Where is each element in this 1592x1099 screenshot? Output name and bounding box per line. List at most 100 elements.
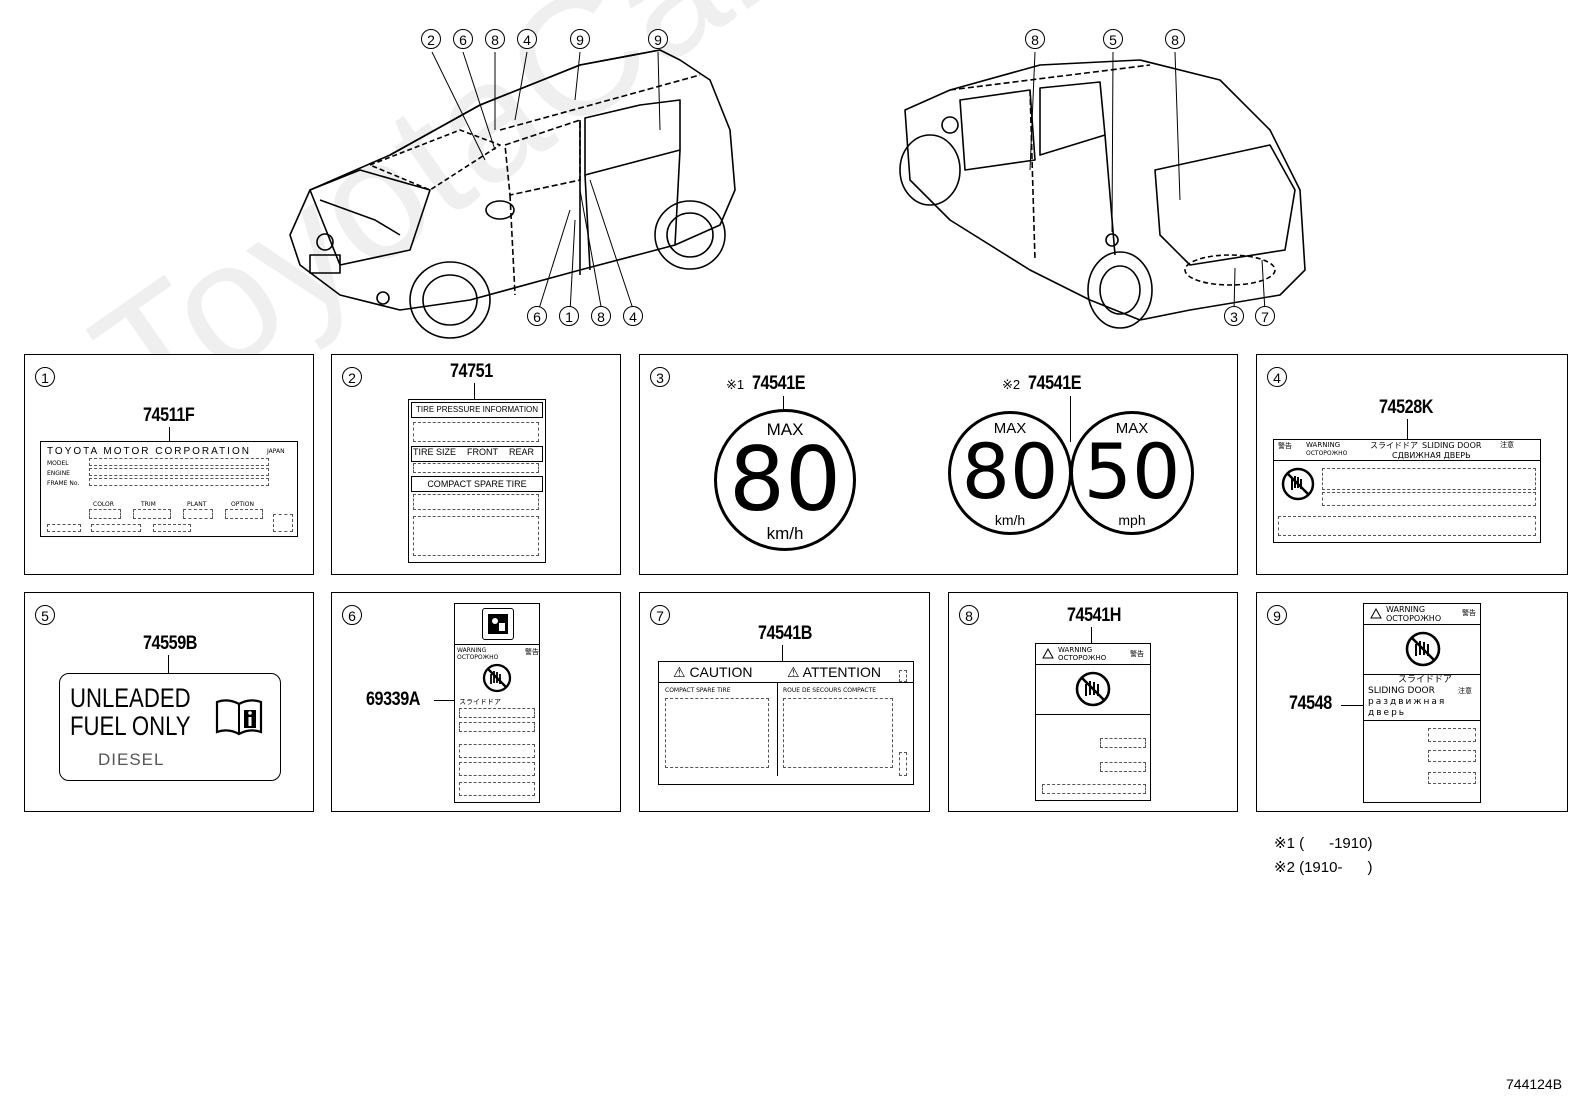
tire-front-label: FRONT — [467, 447, 498, 457]
sliding-door-warning-label: 警告 WARNING ОСТОРОЖНО スライドドア SLIDING DOOR… — [1273, 439, 1541, 543]
speed-sticker-50-mph: MAX 50 mph — [1070, 411, 1194, 535]
label-title: TOYOTA MOTOR CORPORATION — [47, 446, 251, 457]
warn-en: WARNING — [1306, 441, 1341, 449]
rear-vehicle-drawing — [899, 51, 1306, 329]
compact-spare-header: COMPACT SPARE TIRE — [411, 476, 543, 492]
callout-front-9a: 9 — [570, 29, 590, 49]
panel-5: 5 74559B UNLEADED FUEL ONLY DIESEL — [24, 592, 314, 812]
warn-ru: ОСТОРОЖНО — [1306, 450, 1348, 457]
max-text: MAX — [993, 420, 1027, 437]
line-jp2: 注意 — [1458, 687, 1472, 695]
fuel-line1: UNLEADED — [70, 683, 191, 713]
line-jp: スライドドア — [1398, 675, 1453, 685]
no-hand-icon — [1405, 631, 1441, 667]
callout-front-8b: 8 — [591, 306, 611, 326]
callout-front-4b: 4 — [623, 306, 643, 326]
callout-front-9b: 9 — [648, 29, 668, 49]
no-hand-icon — [1075, 671, 1111, 707]
note-2: ※2 (1910- ) — [1274, 859, 1373, 876]
part-number-b: 74541E — [1028, 373, 1082, 394]
part-number: 69339A — [366, 689, 421, 710]
panel-3: 3 ※1 74541E MAX 80 km/h ※2 74541E MAX 80… — [639, 354, 1238, 575]
child-lock-warning-label: WARNING ОСТОРОЖНО 警告 スライドドア — [454, 603, 540, 803]
door-warning-label: WARNING ОСТОРОЖНО 警告 — [1035, 643, 1151, 801]
warn-ru: ОСТОРОЖНО — [1058, 654, 1107, 662]
callout-rear-7: 7 — [1255, 306, 1275, 326]
label-col-trim: TRIM — [141, 501, 156, 508]
warn-jp: 警告 — [525, 648, 539, 656]
head-ru: СДВИЖНАЯ ДВЕРЬ — [1392, 451, 1471, 460]
attention-text: ⚠ ATTENTION — [787, 664, 881, 680]
callout-front-8: 8 — [485, 29, 505, 49]
max-text: MAX — [1115, 420, 1149, 437]
callout-front-6b: 6 — [527, 306, 547, 326]
label-col-color: COLOR — [93, 501, 114, 508]
callout-front-4: 4 — [517, 29, 537, 49]
caution-text: ⚠ CAUTION — [673, 664, 753, 680]
tire-size-label: TIRE SIZE — [413, 447, 457, 457]
part-number: 74511F — [143, 405, 195, 426]
warn-jp: 警告 — [1130, 650, 1144, 658]
max-text: MAX — [766, 420, 804, 439]
panel-2: 2 74751 TIRE PRESSURE INFORMATION TIRE S… — [331, 354, 621, 575]
warning-triangle-icon — [1370, 608, 1382, 619]
label-row-engine: ENGINE — [47, 470, 70, 477]
part-number: 74541B — [758, 623, 813, 644]
panel-8: 8 74541H WARNING ОСТОРОЖНО 警告 — [948, 592, 1238, 812]
compact-spare-caution-label: ⚠ CAUTION ⚠ ATTENTION COMPACT SPARE TIRE… — [658, 661, 914, 785]
label-row-frame: FRAME No. — [47, 480, 80, 487]
label-col-option: OPTION — [231, 501, 254, 508]
callout-rear-8b: 8 — [1165, 29, 1185, 49]
fuel-line2: FUEL ONLY — [70, 711, 191, 741]
line-en: SLIDING DOOR — [1368, 686, 1435, 696]
panel-1: 1 74511F TOYOTA MOTOR CORPORATION JAPAN … — [24, 354, 314, 575]
tire-info-header: TIRE PRESSURE INFORMATION — [411, 402, 543, 418]
fuel-label: UNLEADED FUEL ONLY DIESEL — [59, 673, 281, 781]
part-number: 74528K — [1379, 397, 1434, 418]
callout-front-1: 1 — [559, 306, 579, 326]
speed-unit: km/h — [766, 524, 804, 543]
warning-triangle-icon — [1042, 648, 1054, 659]
speed-value: 80 — [729, 428, 841, 531]
warn-en: WARNING — [1058, 646, 1093, 654]
panel-number: 1 — [35, 367, 55, 387]
head-en: SLIDING DOOR — [1422, 441, 1482, 450]
panel-number: 9 — [1267, 605, 1287, 625]
label-row-model: MODEL — [47, 460, 69, 467]
warn-en: WARNING — [457, 647, 487, 654]
warn-ru: ОСТОРОЖНО — [1386, 614, 1442, 623]
no-hand-icon — [482, 663, 512, 693]
tire-rear-label: REAR — [509, 447, 535, 457]
panel-number: 2 — [342, 367, 362, 387]
part-number-a: 74541E — [752, 373, 806, 394]
panel-9: 9 74548 WARNING ОСТОРОЖНО 警告 スライドドア SLID… — [1256, 592, 1568, 812]
speed-value: 50 — [1083, 427, 1181, 516]
speed-sticker-80-kmh: MAX 80 km/h — [714, 409, 856, 551]
callout-rear-5: 5 — [1103, 29, 1123, 49]
sub-jp: スライドドア — [459, 698, 501, 706]
line-ru2: дверь — [1368, 708, 1407, 718]
panel-number: 5 — [35, 605, 55, 625]
callout-rear-3: 3 — [1224, 306, 1244, 326]
speed-value: 80 — [961, 427, 1059, 516]
callout-rear-8a: 8 — [1025, 29, 1045, 49]
warn-jp: 警告 — [1278, 442, 1292, 450]
front-vehicle-drawing — [289, 49, 736, 339]
note-marker-2: ※2 — [1002, 377, 1021, 392]
panel-7: 7 74541B ⚠ CAUTION ⚠ ATTENTION COMPACT S… — [639, 592, 930, 812]
speed-sticker-80-kmh-dual: MAX 80 km/h — [948, 411, 1072, 535]
label-col-plant: PLANT — [187, 501, 207, 508]
child-lock-icon — [488, 614, 508, 634]
panel-number: 6 — [342, 605, 362, 625]
fuel-line3: DIESEL — [98, 750, 165, 769]
warn-jp: 警告 — [1462, 609, 1476, 617]
speed-unit: km/h — [994, 512, 1026, 528]
speed-unit: mph — [1118, 512, 1146, 528]
tire-pressure-label: TIRE PRESSURE INFORMATION TIRE SIZE FRON… — [408, 399, 546, 563]
no-hand-icon — [1281, 467, 1315, 501]
callout-front-6: 6 — [453, 29, 473, 49]
part-number: 74548 — [1289, 693, 1332, 714]
warn-ru: ОСТОРОЖНО — [457, 654, 499, 661]
callout-front-2: 2 — [421, 29, 441, 49]
panel-number: 3 — [650, 367, 670, 387]
